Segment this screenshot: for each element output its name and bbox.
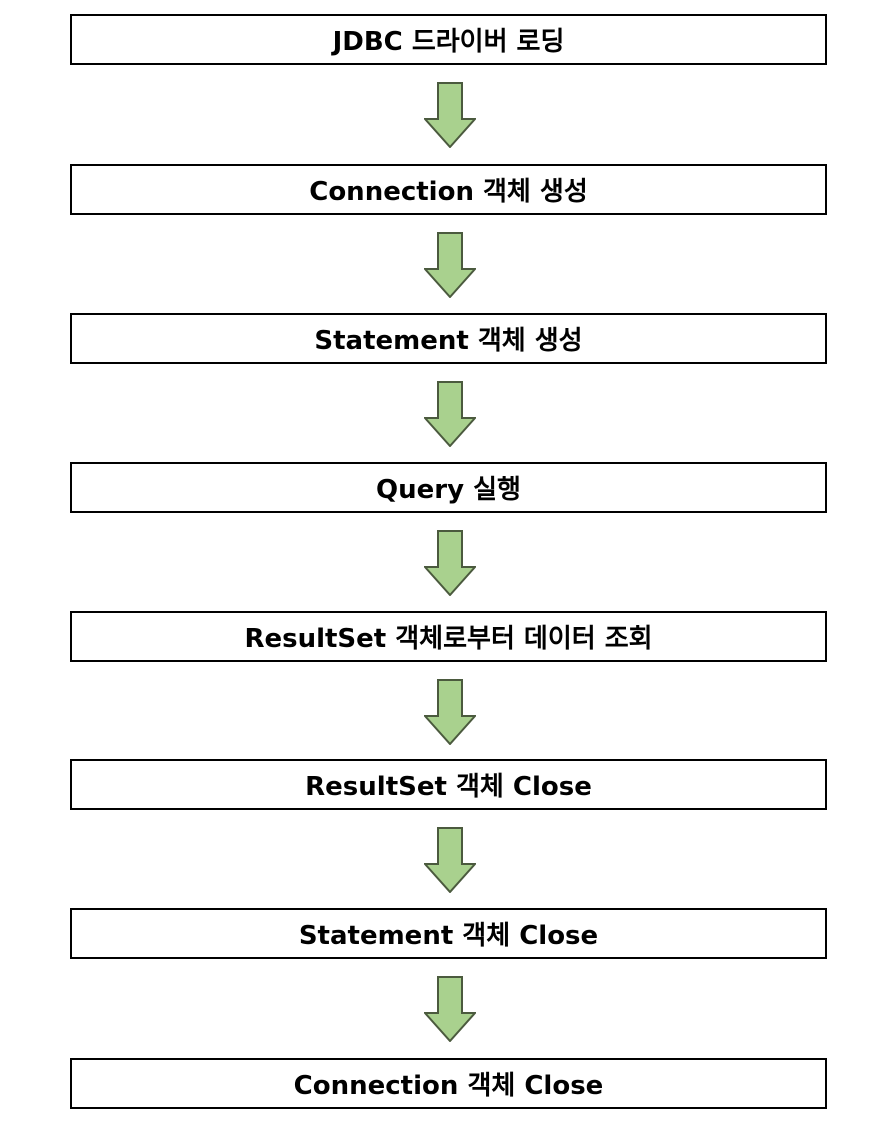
step-connection-close: Connection 객체 Close bbox=[70, 1058, 827, 1109]
down-arrow-icon bbox=[424, 827, 476, 893]
step-connection-create: Connection 객체 생성 bbox=[70, 164, 827, 215]
down-arrow-icon bbox=[424, 82, 476, 148]
step-statement-create: Statement 객체 생성 bbox=[70, 313, 827, 364]
down-arrow-icon bbox=[424, 679, 476, 745]
down-arrow-icon bbox=[424, 976, 476, 1042]
step-query-execute: Query 실행 bbox=[70, 462, 827, 513]
step-statement-close: Statement 객체 Close bbox=[70, 908, 827, 959]
down-arrow-icon bbox=[424, 232, 476, 298]
step-resultset-read: ResultSet 객체로부터 데이터 조회 bbox=[70, 611, 827, 662]
step-jdbc-driver-loading: JDBC 드라이버 로딩 bbox=[70, 14, 827, 65]
down-arrow-icon bbox=[424, 530, 476, 596]
down-arrow-icon bbox=[424, 381, 476, 447]
step-resultset-close: ResultSet 객체 Close bbox=[70, 759, 827, 810]
